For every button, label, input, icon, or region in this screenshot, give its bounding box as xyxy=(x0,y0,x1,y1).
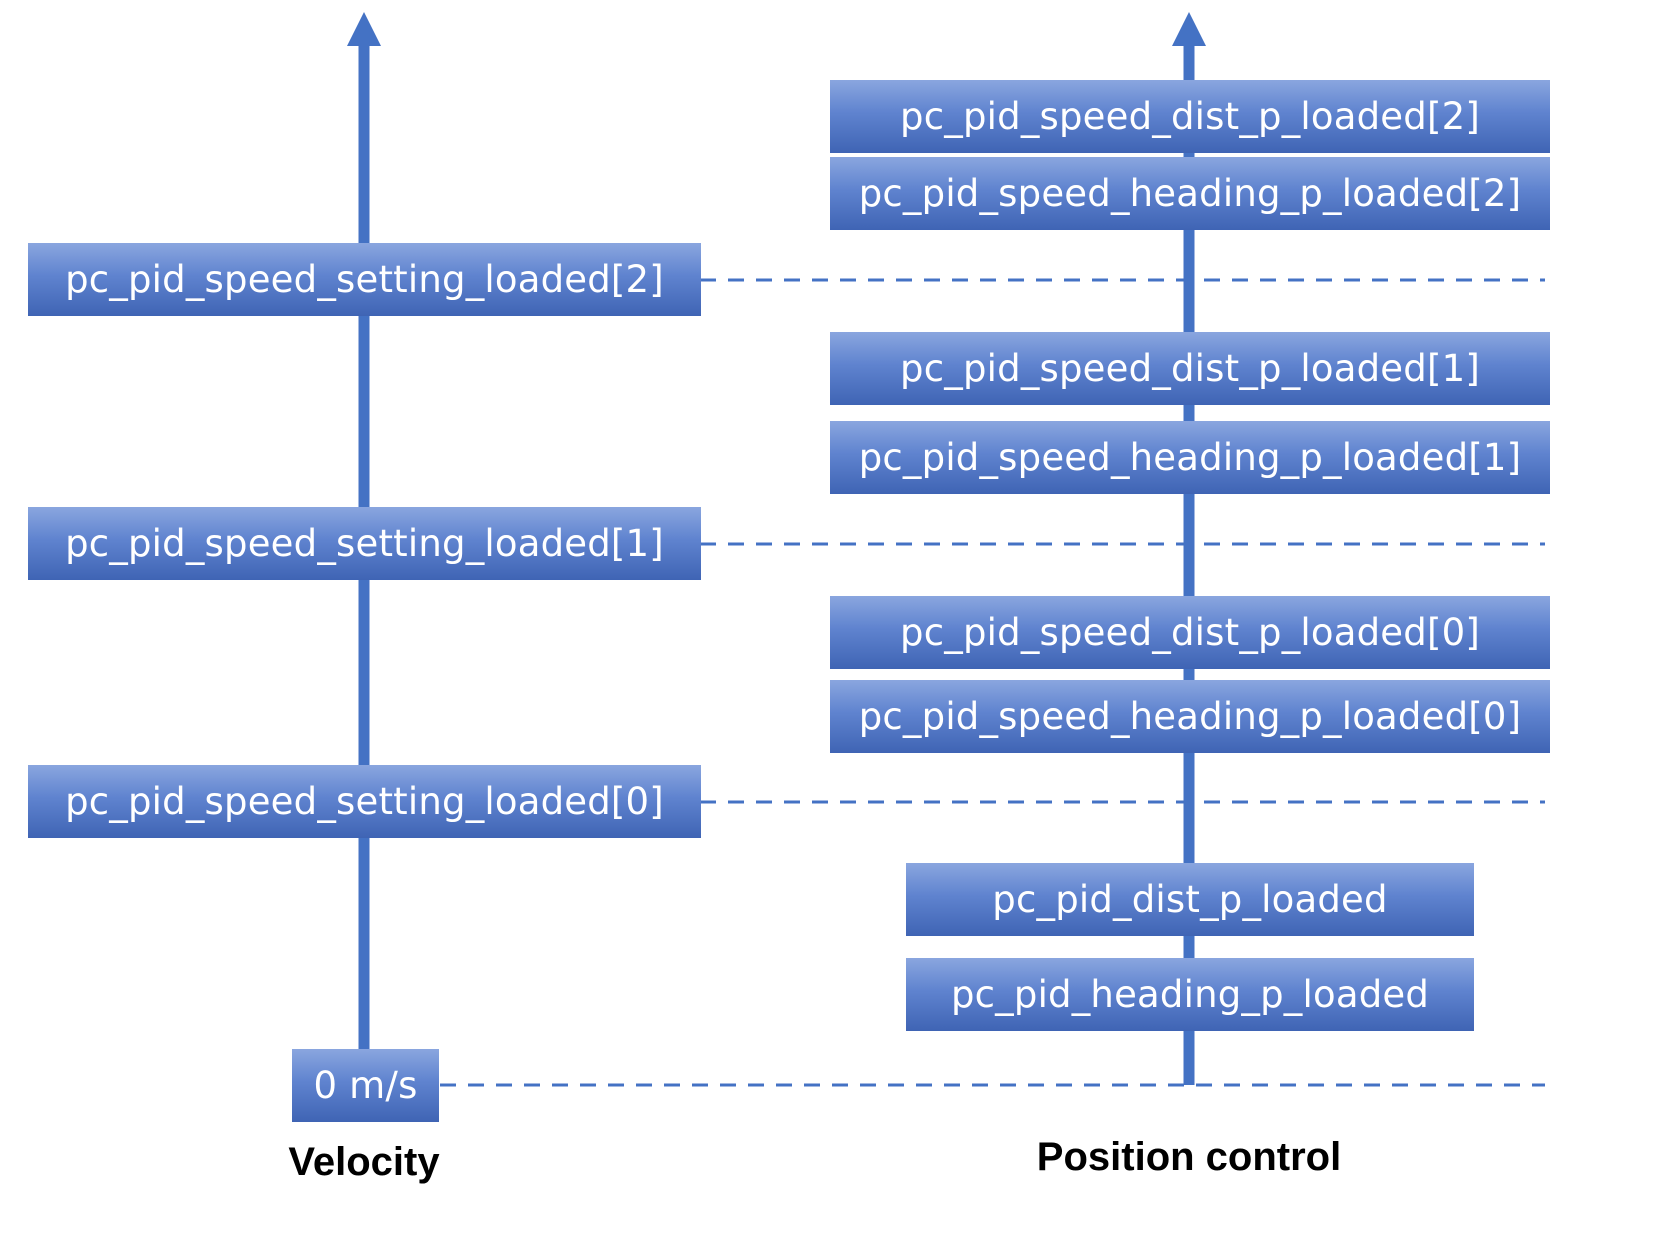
speed-heading-p-level-0-box: pc_pid_speed_heading_p_loaded[0] xyxy=(830,680,1550,753)
speed-dist-p-level-2-box: pc_pid_speed_dist_p_loaded[2] xyxy=(830,80,1550,153)
velocity-axis-arrowhead-icon xyxy=(347,12,381,46)
speed-heading-p-level-1-box: pc_pid_speed_heading_p_loaded[1] xyxy=(830,421,1550,494)
speed-heading-p-level-2-box: pc_pid_speed_heading_p_loaded[2] xyxy=(830,157,1550,230)
dist-p-box: pc_pid_dist_p_loaded xyxy=(906,863,1474,936)
zero-velocity-box: 0 m/s xyxy=(292,1049,439,1122)
position-control-caption: Position control xyxy=(1036,1135,1342,1179)
speed-dist-p-level-1-box: pc_pid_speed_dist_p_loaded[1] xyxy=(830,332,1550,405)
speed-setting-level-1-box: pc_pid_speed_setting_loaded[1] xyxy=(28,507,701,580)
heading-p-box: pc_pid_heading_p_loaded xyxy=(906,958,1474,1031)
speed-setting-level-0-box: pc_pid_speed_setting_loaded[0] xyxy=(28,765,701,838)
position-control-axis-arrowhead-icon xyxy=(1172,12,1206,46)
speed-dist-p-level-0-box: pc_pid_speed_dist_p_loaded[0] xyxy=(830,596,1550,669)
speed-setting-level-2-box: pc_pid_speed_setting_loaded[2] xyxy=(28,243,701,316)
velocity-caption: Velocity xyxy=(288,1140,440,1184)
